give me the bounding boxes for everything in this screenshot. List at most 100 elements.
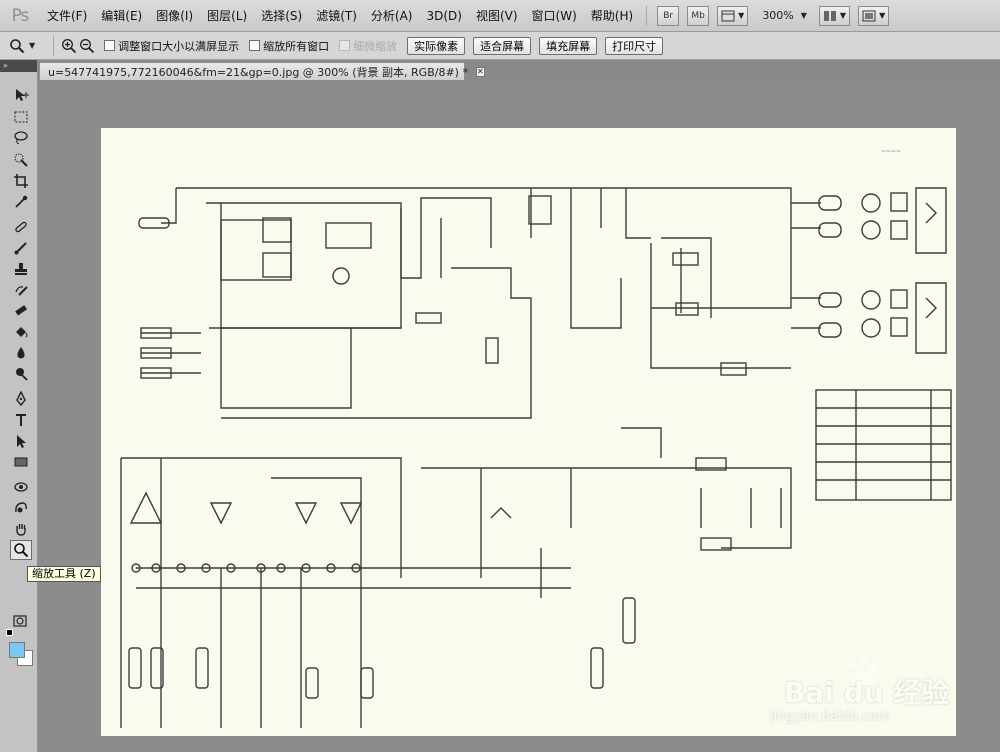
bridge-button[interactable]: Br — [657, 5, 680, 26]
menu-bar: Ps 文件(F) 编辑(E) 图像(I) 图层(L) 选择(S) 滤镜(T) 分… — [0, 0, 1000, 32]
tools-panel-header[interactable]: » — [0, 60, 37, 72]
screen-mode-button[interactable]: ▼ — [858, 5, 890, 26]
move-icon — [16, 89, 29, 101]
pen-icon — [16, 391, 26, 407]
grid-view-icon — [721, 10, 735, 21]
menu-analysis[interactable]: 分析(A) — [370, 9, 413, 23]
zoom-in-icon — [62, 38, 77, 53]
mini-bridge-button[interactable]: Mb — [687, 5, 710, 26]
actual-pixels-button[interactable]: 实际像素 — [407, 36, 466, 55]
crop-icon — [14, 174, 28, 188]
screen-mode-icon — [862, 10, 876, 21]
blur-tool[interactable] — [10, 343, 32, 363]
3d-orbit-tool[interactable] — [10, 498, 32, 518]
document-image[interactable]: ~~~~ — [101, 128, 956, 736]
foreground-color-swatch[interactable] — [9, 642, 25, 658]
checkbox-box[interactable] — [104, 40, 116, 51]
quick-selection-icon — [14, 153, 28, 167]
zoom-all-windows-label: 缩放所有窗口 — [263, 39, 330, 53]
zoom-out-button[interactable] — [78, 37, 96, 55]
pen-tool[interactable] — [10, 389, 32, 409]
watermark-url: jingyan.baidu.com — [770, 709, 890, 724]
path-selection-tool[interactable] — [10, 431, 32, 451]
menu-edit[interactable]: 编辑(E) — [101, 9, 143, 23]
rectangular-marquee-icon — [14, 111, 28, 123]
bandage-icon — [15, 221, 27, 233]
menu-help[interactable]: 帮助(H) — [590, 9, 634, 23]
crop-tool[interactable] — [10, 171, 32, 191]
resize-windows-checkbox[interactable]: 调整窗口大小以满屏显示 — [104, 38, 239, 54]
hand-tool[interactable] — [10, 519, 32, 539]
fill-screen-button[interactable]: 填充屏幕 — [539, 36, 598, 55]
document-tab[interactable]: u=547741975,772160046&fm=21&gp=0.jpg @ 3… — [39, 62, 485, 80]
marquee-tool[interactable] — [10, 107, 32, 127]
checkbox-box — [339, 40, 351, 51]
close-icon[interactable]: ✕ — [475, 66, 485, 77]
healing-brush-tool[interactable] — [10, 217, 32, 237]
menu-view[interactable]: 视图(V) — [475, 9, 518, 23]
path-selection-icon — [17, 435, 26, 448]
checkbox-box[interactable] — [249, 40, 261, 51]
eraser-icon — [15, 305, 28, 316]
eyedropper-tool[interactable] — [10, 192, 32, 212]
print-size-button[interactable]: 打印尺寸 — [605, 36, 664, 55]
arrange-icon — [823, 10, 836, 21]
quick-mask-button[interactable] — [9, 611, 31, 631]
type-icon — [16, 414, 26, 426]
menu-select[interactable]: 选择(S) — [261, 9, 303, 23]
eraser-tool[interactable] — [10, 301, 32, 321]
paint-bucket-tool[interactable] — [10, 322, 32, 342]
baidu-watermark: Bai du 经验 jingyan.baidu.com — [762, 657, 962, 740]
chevron-down-icon: ▼ — [738, 11, 745, 20]
scrubby-zoom-label: 细微缩放 — [353, 39, 398, 53]
chevron-down-icon[interactable]: ▼ — [29, 41, 36, 50]
scrubby-zoom-checkbox: 细微缩放 — [339, 38, 397, 54]
menu-layer[interactable]: 图层(L) — [207, 9, 248, 23]
menu-window[interactable]: 窗口(W) — [531, 9, 577, 23]
default-colors-icon[interactable] — [6, 629, 13, 636]
options-divider — [53, 35, 55, 56]
view-extras-button[interactable]: ▼ — [717, 5, 749, 26]
zoom-out-icon — [80, 38, 95, 53]
chevron-down-icon: ▼ — [879, 11, 886, 20]
zoom-level-readout[interactable]: 300% — [762, 9, 794, 22]
water-drop-icon — [17, 347, 25, 359]
brush-tool[interactable] — [10, 238, 32, 258]
svg-text:~~~~: ~~~~ — [881, 148, 901, 155]
zoom-in-button[interactable] — [60, 37, 78, 55]
move-tool[interactable] — [10, 85, 32, 105]
dodge-icon — [16, 368, 28, 381]
options-bar: ▼ 调整窗口大小以满屏显示 缩放所有窗口 细微缩放 实际像素 适合屏幕 填充屏幕… — [0, 32, 1000, 60]
clone-stamp-tool[interactable] — [10, 259, 32, 279]
lasso-tool[interactable] — [10, 128, 32, 148]
paint-bucket-icon — [16, 327, 28, 338]
3d-orbit-icon — [15, 502, 27, 513]
menu-filter[interactable]: 滤镜(T) — [316, 9, 357, 23]
history-brush-tool[interactable] — [10, 280, 32, 300]
fit-screen-button[interactable]: 适合屏幕 — [473, 36, 532, 55]
zoom-tool[interactable] — [10, 540, 32, 560]
tool-tooltip: 缩放工具 (Z) — [27, 566, 101, 582]
menu-3d[interactable]: 3D(D) — [426, 8, 462, 23]
resize-windows-label: 调整窗口大小以满屏显示 — [118, 39, 240, 53]
photoshop-logo: Ps — [11, 5, 30, 26]
hand-icon — [16, 524, 26, 536]
rectangle-tool[interactable] — [10, 452, 32, 472]
type-tool[interactable] — [10, 410, 32, 430]
3d-rotate-icon — [14, 482, 28, 492]
arrange-documents-button[interactable]: ▼ — [818, 5, 851, 26]
chevron-down-icon: ▼ — [839, 11, 847, 20]
history-brush-icon — [15, 286, 28, 296]
tools-panel: » — [0, 60, 38, 752]
magnifier-icon — [14, 543, 29, 558]
quick-selection-tool[interactable] — [10, 150, 32, 170]
menu-image[interactable]: 图像(I) — [156, 9, 194, 23]
chevron-down-icon[interactable]: ▼ — [800, 11, 807, 20]
zoom-all-windows-checkbox[interactable]: 缩放所有窗口 — [249, 38, 329, 54]
dodge-tool[interactable] — [10, 364, 32, 384]
eyedropper-icon — [15, 195, 28, 208]
menu-file[interactable]: 文件(F) — [47, 9, 88, 23]
3d-rotate-tool[interactable] — [10, 477, 32, 497]
circuit-schematic-image: ~~~~ — [120, 148, 952, 728]
zoom-tool-preset[interactable] — [8, 37, 26, 55]
